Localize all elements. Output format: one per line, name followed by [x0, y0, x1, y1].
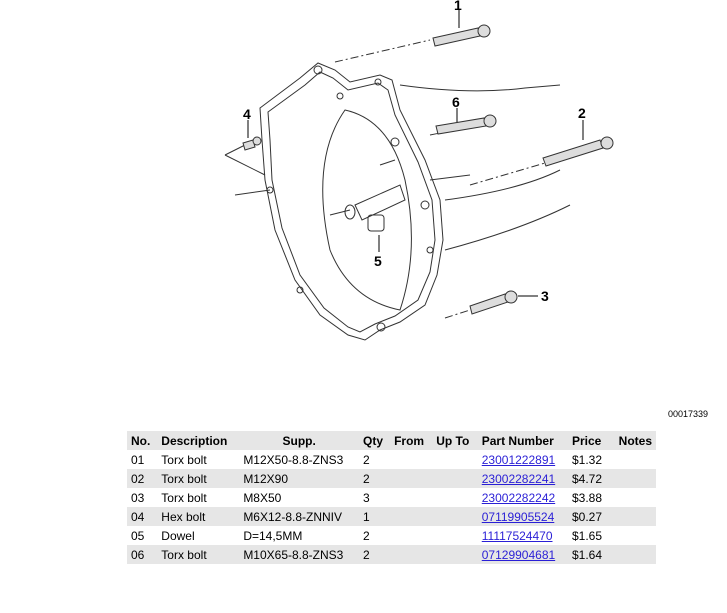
row-part-number: 23002282242: [478, 488, 568, 507]
row-description: Torx bolt: [161, 452, 207, 467]
row-supp: D=14,5MM: [243, 528, 303, 543]
row-description: Dowel: [161, 528, 195, 543]
header-no: No.: [127, 431, 158, 450]
parts-table: No. Description Supp. Qty From Up To Par…: [127, 431, 656, 564]
part-number-link[interactable]: 23002282241: [481, 471, 556, 486]
row-no: 05: [131, 528, 145, 543]
row-notes: [610, 488, 656, 507]
row-part-number: 07119905524: [477, 507, 568, 526]
bolt-3: [469, 290, 518, 315]
row-supp: M8X50: [243, 490, 282, 505]
row-no: 01: [131, 452, 145, 467]
header-notes: Notes: [610, 431, 656, 450]
row-qty: 2: [363, 528, 370, 543]
callout-5: 5: [374, 253, 382, 269]
header-price: Price: [567, 431, 611, 450]
row-notes: [610, 450, 656, 469]
table-row: 01 Torx bolt M12X50-8.8-ZNS3 2 23001222891 $1…: [127, 450, 656, 469]
row-from: [390, 545, 433, 564]
row-supp: M12X50-8.8-ZNS3: [243, 452, 344, 467]
parts-diagram: 1 2 3 4 5 6: [224, 0, 614, 341]
row-upto: [432, 507, 478, 526]
row-part-number: 07129904681: [477, 545, 568, 564]
row-description: Torx bolt: [157, 545, 240, 564]
row-supp: M6X12-8.8-ZNNIV: [239, 507, 360, 526]
row-price: $0.27: [567, 507, 611, 526]
header-from: From: [390, 431, 433, 450]
row-notes: [610, 469, 656, 488]
row-part-number: 23001222891: [478, 450, 568, 469]
row-supp: M10X65-8.8-ZNS3: [239, 545, 360, 564]
row-no: 04: [127, 507, 158, 526]
table-header: No. Description Supp. Qty From Up To Par…: [127, 431, 656, 450]
row-upto: [432, 488, 478, 507]
part-number-link[interactable]: 23002282242: [481, 490, 556, 505]
row-supp: M12X90: [239, 469, 360, 488]
part-number-link[interactable]: 23001222891: [481, 452, 556, 467]
dowel-5: [367, 214, 385, 232]
row-price: $1.32: [571, 452, 603, 467]
header-part-number: Part Number: [477, 431, 568, 450]
callout-1: 1: [454, 0, 462, 13]
row-description: Torx bolt: [157, 469, 240, 488]
row-from: [390, 450, 432, 469]
row-price: $3.88: [571, 490, 603, 505]
table-row: 05 Dowel D=14,5MM 2 11117524470 $1.65: [127, 526, 656, 545]
row-price: $4.72: [567, 469, 611, 488]
row-upto: [432, 469, 478, 488]
part-number-link[interactable]: 11117524470: [481, 528, 553, 543]
row-no: 03: [131, 490, 145, 505]
diagram-id: 00017339: [668, 409, 709, 419]
row-part-number: 23002282241: [477, 469, 568, 488]
row-qty: 2: [359, 545, 391, 564]
table-row: 03 Torx bolt M8X50 3 23002282242 $3.88: [127, 488, 656, 507]
part-number-link[interactable]: 07119905524: [481, 509, 555, 524]
row-part-number: 11117524470: [478, 526, 568, 545]
row-from: [390, 526, 432, 545]
callout-6: 6: [452, 94, 460, 110]
row-upto: [432, 450, 478, 469]
bolt-1: [432, 24, 491, 47]
row-from: [390, 488, 432, 507]
callout-3: 3: [541, 288, 549, 304]
row-price: $1.64: [567, 545, 611, 564]
bolt-4: [242, 136, 262, 151]
part-number-link[interactable]: 07129904681: [481, 547, 556, 562]
row-upto: [432, 526, 478, 545]
row-from: [390, 507, 433, 526]
row-notes: [610, 507, 656, 526]
row-no: 06: [127, 545, 158, 564]
bolt-2: [542, 136, 614, 167]
callout-4: 4: [243, 106, 251, 122]
row-qty: 2: [363, 452, 370, 467]
row-no: 02: [127, 469, 158, 488]
header-supp: Supp.: [239, 431, 360, 450]
bolt-6: [435, 114, 497, 135]
header-qty: Qty: [359, 431, 391, 450]
callout-2: 2: [578, 105, 586, 121]
row-description: Torx bolt: [161, 490, 207, 505]
row-notes: [610, 526, 656, 545]
row-description: Hex bolt: [157, 507, 240, 526]
row-upto: [432, 545, 478, 564]
row-qty: 1: [359, 507, 391, 526]
row-qty: 3: [363, 490, 370, 505]
housing-flange: [259, 62, 444, 341]
row-price: $1.65: [571, 528, 603, 543]
row-notes: [610, 545, 656, 564]
row-from: [390, 469, 433, 488]
header-description: Description: [157, 431, 240, 450]
row-qty: 2: [359, 469, 391, 488]
header-upto: Up To: [432, 431, 478, 450]
